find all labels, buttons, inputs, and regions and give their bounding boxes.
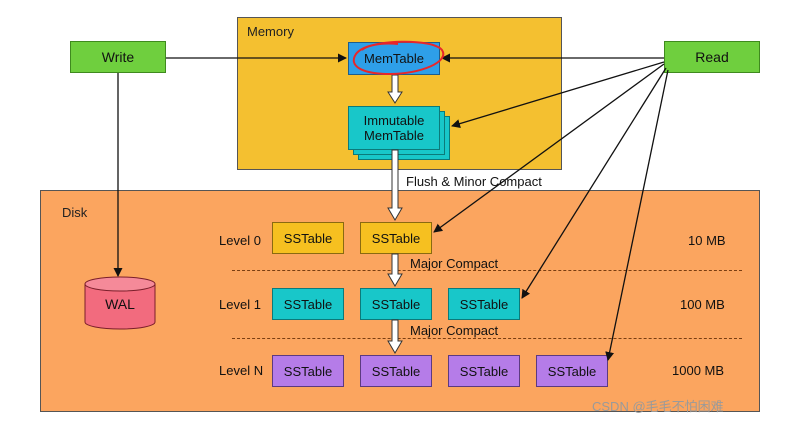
level-0-size: 10 MB — [688, 233, 726, 248]
level-n-label: Level N — [219, 363, 264, 378]
watermark-text: CSDN @毛毛不怕困难 — [592, 399, 724, 414]
wal-label: WAL — [105, 296, 135, 312]
sstable-l0-2: SSTable — [360, 222, 432, 254]
sstable-ln-3: SSTable — [448, 355, 520, 387]
level-n-size: 1000 MB — [672, 363, 725, 378]
arrow-flush-l0 — [387, 149, 403, 221]
arrow-read-l1 — [521, 67, 667, 299]
major-compact-label-1: Major Compact — [410, 256, 499, 271]
level-0-label: Level 0 — [219, 233, 261, 248]
arrow-l1-ln — [387, 319, 403, 354]
sstable-ln-4: SSTable — [536, 355, 608, 387]
level-1-size: 100 MB — [680, 297, 725, 312]
arrow-read-ln — [605, 69, 669, 361]
sstable-ln-2: SSTable — [360, 355, 432, 387]
disk-label: Disk — [62, 205, 88, 220]
level-separator-2 — [232, 338, 742, 339]
memtable-highlight-circle — [353, 40, 445, 76]
major-compact-label-2: Major Compact — [410, 323, 499, 338]
write-node: Write — [70, 41, 166, 73]
sstable-ln-1: SSTable — [272, 355, 344, 387]
read-node: Read — [664, 41, 760, 73]
sstable-l1-3: SSTable — [448, 288, 520, 320]
arrow-l0-l1 — [387, 253, 403, 287]
immutable-line-2: MemTable — [364, 128, 424, 143]
immutable-line-1: Immutable — [363, 113, 425, 128]
memory-label: Memory — [247, 24, 294, 39]
sstable-l1-1: SSTable — [272, 288, 344, 320]
wal-cylinder — [84, 276, 156, 330]
level-separator-1 — [232, 270, 742, 271]
arrow-read-l0 — [433, 63, 665, 233]
level-1-label: Level 1 — [219, 297, 261, 312]
arrow-memtable-immutable — [387, 74, 403, 104]
arrow-read-immutable — [451, 61, 665, 128]
sstable-l0-1: SSTable — [272, 222, 344, 254]
immutable-memtable-node: Immutable MemTable — [348, 106, 440, 150]
